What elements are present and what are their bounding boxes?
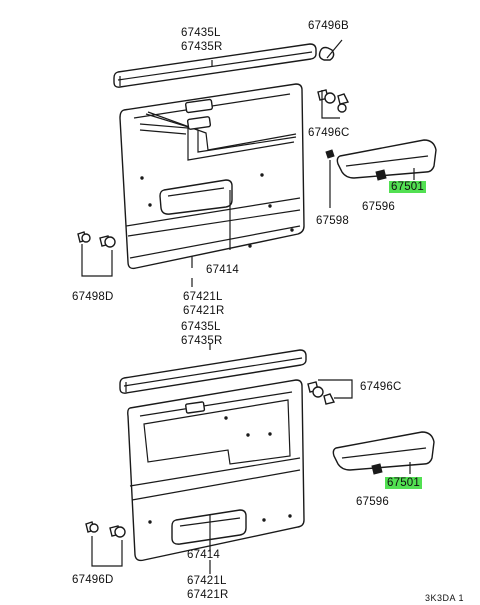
label-upper-clip-top: 67496B bbox=[308, 20, 349, 32]
lower-armrest bbox=[332, 431, 435, 474]
upper-clip-67496b bbox=[318, 39, 343, 61]
upper-cap-67598 bbox=[325, 149, 335, 208]
lower-belt-moulding bbox=[119, 349, 307, 394]
lower-assembly bbox=[85, 344, 435, 574]
label-upper-armrest-screw: 67596 bbox=[362, 201, 395, 213]
lower-left-clips bbox=[85, 521, 126, 567]
label-upper-board-r: 67421R bbox=[183, 305, 225, 317]
lower-armrest-screw bbox=[371, 463, 383, 475]
label-lower-moulding-r: 67435R bbox=[181, 335, 223, 347]
upper-left-clips bbox=[77, 231, 116, 277]
upper-clips-67496c bbox=[317, 89, 350, 119]
label-upper-left-clip: 67498D bbox=[72, 291, 114, 303]
label-lower-left-clip: 67496D bbox=[72, 574, 114, 586]
label-upper-board-l: 67421L bbox=[183, 291, 223, 303]
label-upper-armrest[interactable]: 67501 bbox=[389, 181, 426, 193]
label-upper-moulding-r: 67435R bbox=[181, 41, 223, 53]
label-upper-cap: 67598 bbox=[316, 215, 349, 227]
upper-armrest-screw bbox=[375, 169, 387, 181]
label-upper-moulding-l: 67435L bbox=[181, 27, 221, 39]
label-upper-clip-side: 67496C bbox=[308, 127, 350, 139]
label-lower-armrest-screw: 67596 bbox=[356, 496, 389, 508]
upper-armrest bbox=[336, 139, 437, 180]
label-lower-moulding-l: 67435L bbox=[181, 321, 221, 333]
label-lower-panel: 67414 bbox=[187, 549, 220, 561]
lower-clips-67496c bbox=[307, 379, 353, 405]
label-lower-board-l: 67421L bbox=[187, 575, 227, 587]
lower-door-panel bbox=[127, 379, 305, 562]
upper-belt-moulding bbox=[113, 43, 317, 88]
diagram-code: 3K3DA 1 bbox=[425, 593, 465, 603]
label-upper-panel: 67414 bbox=[206, 264, 239, 276]
upper-door-panel bbox=[119, 83, 305, 270]
label-lower-armrest[interactable]: 67501 bbox=[385, 477, 422, 489]
label-lower-clip-side: 67496C bbox=[360, 381, 402, 393]
upper-assembly bbox=[77, 39, 437, 287]
label-lower-board-r: 67421R bbox=[187, 589, 229, 601]
